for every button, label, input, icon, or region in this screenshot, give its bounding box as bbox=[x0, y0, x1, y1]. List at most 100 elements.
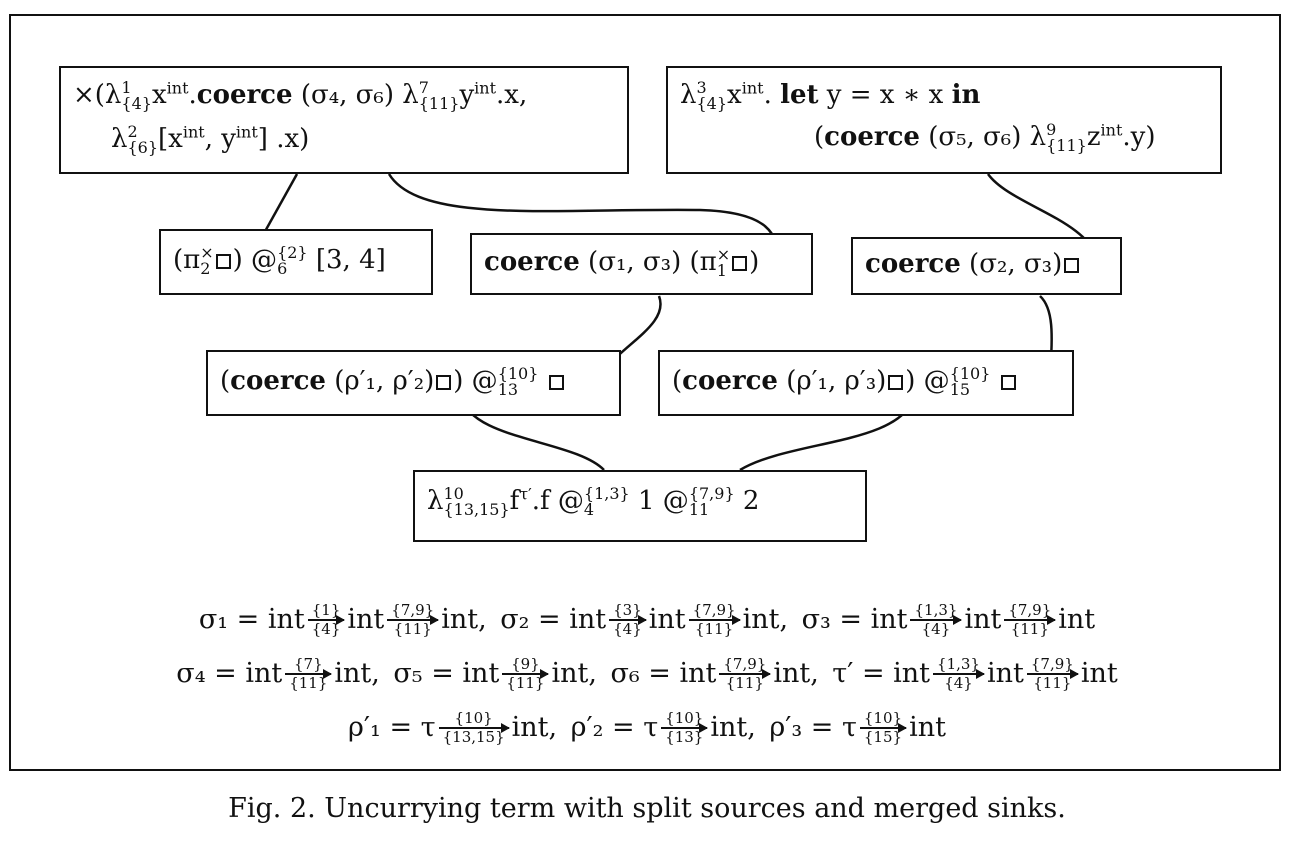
arrow-label-bottom: {11} bbox=[695, 620, 734, 638]
type-equations-row-1: σ₁ = int{1}{4}int{7,9}{11}int, σ₂ = int{… bbox=[0, 603, 1294, 637]
arrow-shaft-icon bbox=[910, 615, 963, 625]
arrow-shaft-icon bbox=[285, 669, 333, 679]
edge-src1-to-mid2 bbox=[387, 173, 783, 261]
arrow-shaft-icon bbox=[1026, 669, 1079, 679]
arrow-shaft-icon bbox=[661, 723, 709, 733]
type-equation: σ₃ = int{1,3}{4}int{7,9}{11}int bbox=[802, 601, 1096, 637]
arrow-label-top: {7,9} bbox=[723, 655, 767, 673]
projection-node: (π×2) @{2}6 [3, 4] bbox=[159, 229, 433, 295]
arrow-label-bottom: {11} bbox=[1033, 674, 1072, 692]
figure-frame bbox=[9, 14, 1281, 771]
equation-lhs: ρ′₁ = τ bbox=[348, 711, 436, 743]
labelled-arrow: {9}{11} bbox=[502, 657, 550, 692]
labelled-arrow: {10}{13,15} bbox=[438, 709, 510, 746]
arrow-label-top: {10} bbox=[863, 709, 903, 727]
equation-end: int bbox=[1058, 603, 1096, 635]
hole-icon bbox=[1064, 258, 1080, 273]
arrow-shaft-icon bbox=[688, 615, 741, 625]
labelled-arrow: {7,9}{11} bbox=[688, 603, 741, 638]
arrow-label-bottom: {11} bbox=[393, 620, 432, 638]
arrow-label-top: {10} bbox=[454, 709, 493, 727]
arrow-label-top: {7,9} bbox=[1008, 601, 1052, 619]
equation-lhs: σ₁ = int bbox=[198, 603, 305, 635]
arrow-label-bottom: {13} bbox=[665, 728, 704, 746]
equation-end: int, bbox=[551, 657, 597, 689]
hole-icon bbox=[888, 375, 904, 390]
equation-middle: int bbox=[648, 603, 686, 635]
arrow-label-top: {10} bbox=[665, 709, 704, 727]
equation-lhs: τ′ = int bbox=[832, 657, 931, 689]
arrow-label-bottom: {13,15} bbox=[442, 728, 505, 746]
arrow-label-top: {3} bbox=[613, 601, 642, 619]
labelled-arrow: {7,9}{11} bbox=[387, 601, 440, 638]
type-equation: σ₄ = int{7}{11}int, bbox=[176, 657, 380, 692]
hole-icon bbox=[548, 375, 564, 390]
labelled-arrow: {7,9}{11} bbox=[1004, 601, 1057, 637]
arrow-shaft-icon bbox=[859, 723, 908, 733]
arrow-label-top: {7,9} bbox=[1030, 655, 1074, 673]
equation-lhs: σ₄ = int bbox=[176, 657, 283, 689]
hole-icon bbox=[436, 375, 452, 390]
equation-lhs: σ₆ = int bbox=[610, 657, 717, 689]
labelled-arrow: {3}{4} bbox=[609, 601, 647, 638]
arrow-label-bottom: {15} bbox=[863, 728, 903, 746]
type-equation: ρ′₁ = τ{10}{13,15}int, bbox=[348, 709, 558, 746]
equation-end: int, bbox=[742, 603, 789, 635]
arrow-label-top: {7,9} bbox=[391, 601, 435, 619]
arrow-shaft-icon bbox=[1004, 615, 1057, 625]
arrow-label-top: {1} bbox=[311, 601, 341, 619]
equation-end: int, bbox=[511, 711, 558, 743]
type-equation: σ₅ = int{9}{11}int, bbox=[393, 657, 597, 692]
arrow-label-bottom: {11} bbox=[725, 674, 764, 692]
arrow-label-bottom: {4} bbox=[613, 620, 642, 638]
labelled-arrow: {1,3}{4} bbox=[933, 655, 985, 691]
equation-middle: int bbox=[964, 603, 1002, 635]
type-equation: σ₆ = int{7,9}{11}int, bbox=[610, 655, 819, 692]
type-equation: σ₂ = int{3}{4}int{7,9}{11}int, bbox=[500, 601, 789, 638]
labelled-arrow: {1}{4} bbox=[307, 601, 346, 638]
equation-end: int, bbox=[710, 711, 756, 743]
arrow-shaft-icon bbox=[502, 669, 550, 679]
labelled-arrow: {7,9}{11} bbox=[1026, 655, 1079, 692]
hole-icon bbox=[1000, 375, 1016, 390]
labelled-arrow: {10}{15} bbox=[859, 709, 908, 746]
arrow-shaft-icon bbox=[609, 615, 647, 625]
equation-end: int bbox=[909, 711, 946, 743]
merged-sink-node-13: (coerce (ρ′₁, ρ′₂)) @{10}13 bbox=[206, 350, 621, 416]
merged-sink-node-15: (coerce (ρ′₁, ρ′₃)) @{10}15 bbox=[658, 350, 1074, 416]
arrow-shaft-icon bbox=[387, 615, 440, 625]
arrow-label-bottom: {4} bbox=[311, 620, 341, 638]
arrow-label-top: {1,3} bbox=[937, 655, 980, 673]
equation-lhs: σ₂ = int bbox=[500, 603, 607, 635]
type-equations-row-2: σ₄ = int{7}{11}int, σ₅ = int{9}{11}int, … bbox=[0, 657, 1294, 691]
arrow-label-top: {1,3} bbox=[914, 601, 958, 619]
hole-icon bbox=[732, 256, 748, 271]
hole-icon bbox=[215, 254, 231, 269]
type-equation: ρ′₂ = τ {10}{13} int, bbox=[570, 709, 756, 746]
arrow-shaft-icon bbox=[307, 615, 346, 625]
coerce-node-sigma2-sigma3: coerce (σ₂, σ₃) bbox=[851, 237, 1122, 295]
arrow-shaft-icon bbox=[438, 723, 510, 733]
arrow-shaft-icon bbox=[933, 669, 985, 679]
labelled-arrow: {7,9}{11} bbox=[719, 655, 772, 692]
equation-end: int bbox=[1080, 657, 1118, 689]
labelled-arrow: {7}{11} bbox=[285, 657, 333, 692]
type-equation: σ₁ = int{1}{4}int{7,9}{11}int, bbox=[198, 601, 487, 638]
equation-end: int, bbox=[773, 657, 819, 689]
arrow-shaft-icon bbox=[719, 669, 772, 679]
equation-end: int, bbox=[334, 657, 380, 689]
equation-lhs: ρ′₂ = τ bbox=[570, 711, 659, 743]
arrow-label-bottom: {11} bbox=[506, 674, 545, 692]
equation-end: int, bbox=[441, 603, 487, 635]
equation-lhs: σ₅ = int bbox=[393, 657, 500, 689]
arrow-label-bottom: {11} bbox=[289, 674, 328, 692]
type-equation: τ′ = int{1,3}{4}int{7,9}{11}int bbox=[832, 655, 1118, 692]
coerce-node-sigma1-sigma3: coerce (σ₁, σ₃) (π×1) bbox=[470, 233, 813, 295]
